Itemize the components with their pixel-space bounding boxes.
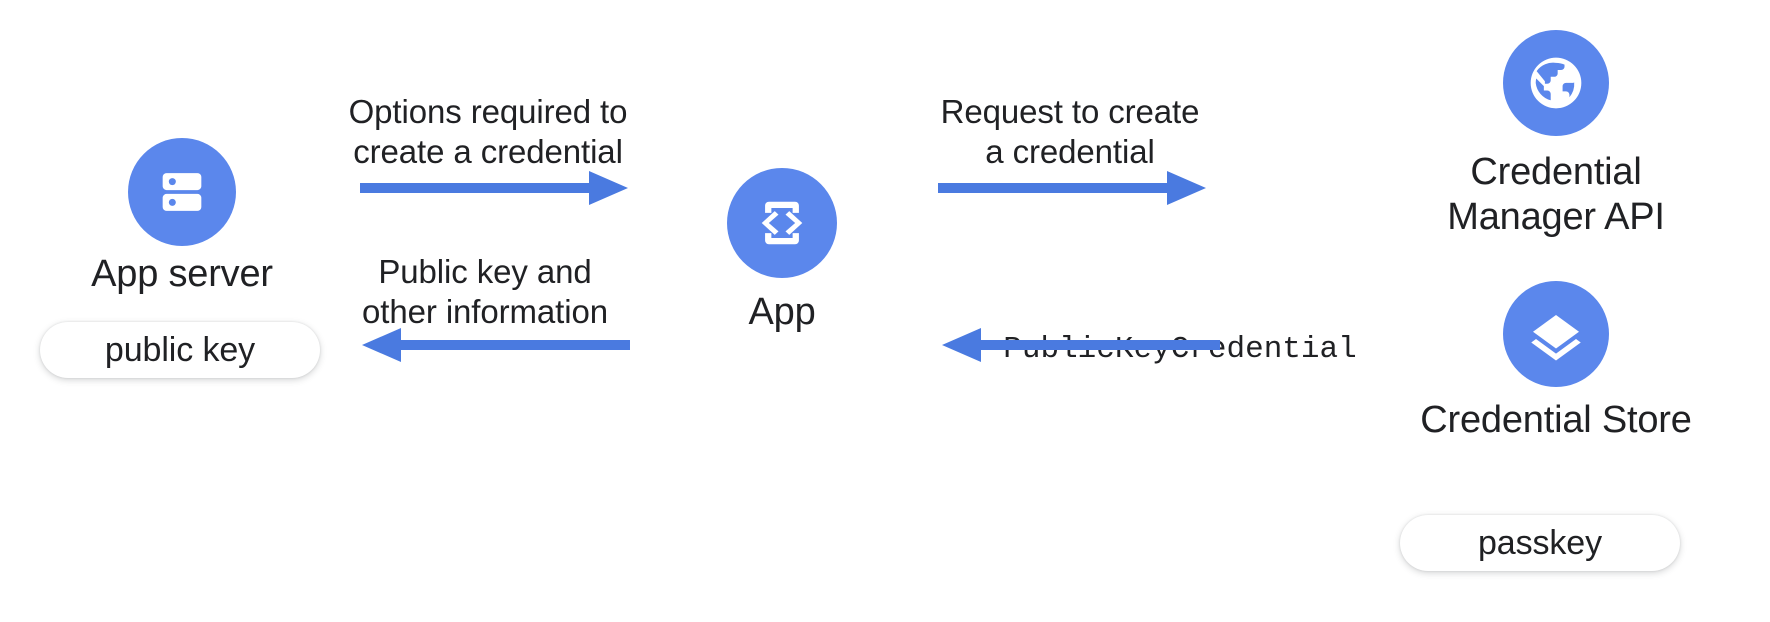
credential-manager-api-icon-badge — [1503, 30, 1609, 136]
arrow-options-required — [360, 168, 630, 208]
credential-store-pill-passkey: passkey — [1400, 515, 1680, 571]
arrow-label-request-to-create: Request to create a credential — [940, 93, 1200, 170]
app-server-label: App server — [91, 253, 273, 295]
credential-store-label: Credential Store — [1420, 399, 1692, 441]
credential-manager-api-label: Credential Manager API — [1447, 151, 1665, 238]
server-icon — [153, 163, 211, 221]
arrow-request-to-create — [938, 168, 1208, 208]
credential-store-icon-badge — [1503, 281, 1609, 387]
app-code-phone-icon — [753, 194, 811, 252]
app-server-icon-badge — [128, 138, 236, 246]
globe-public-icon — [1525, 52, 1587, 114]
arrow-public-key-info — [360, 325, 630, 365]
arrow-label-options-required: Options required to create a credential — [348, 93, 628, 170]
app-server-pill-public-key: public key — [40, 322, 320, 378]
app-label: App — [748, 291, 816, 333]
arrow-label-public-key-info: Public key and other information — [362, 253, 608, 330]
arrow-public-key-credential — [940, 325, 1220, 365]
layers-icon — [1526, 304, 1586, 364]
app-icon-badge — [727, 168, 837, 278]
